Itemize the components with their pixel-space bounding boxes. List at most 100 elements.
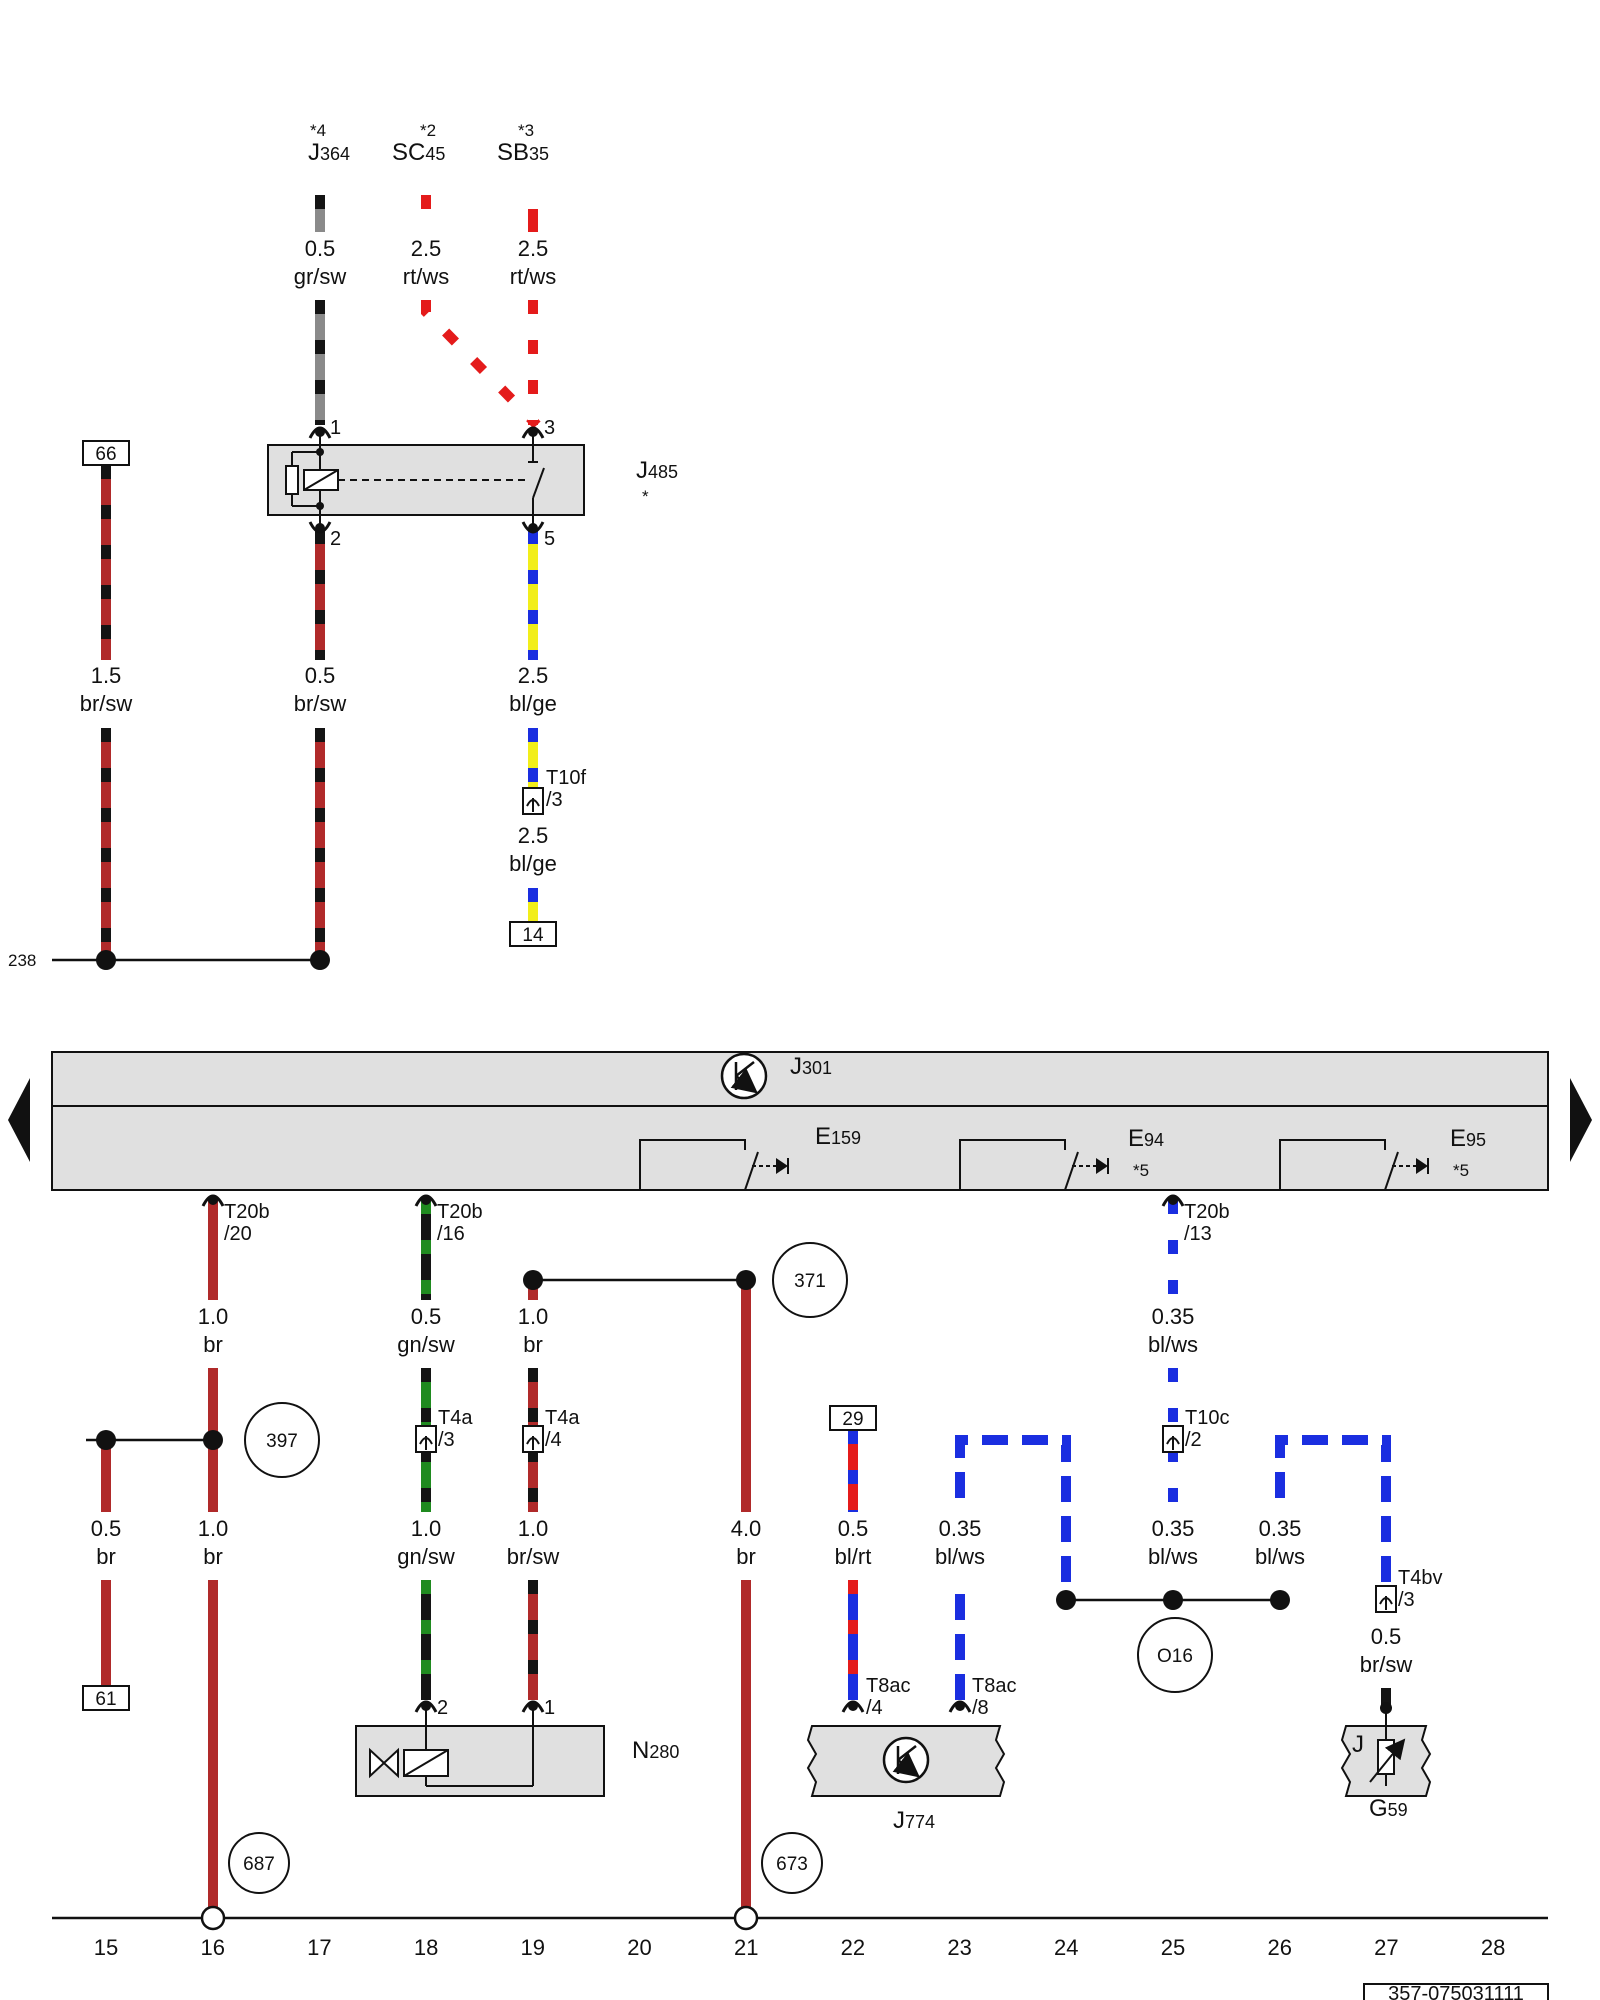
wire-label-color: gr/sw bbox=[294, 264, 347, 289]
wire-label-gauge: 2.5 bbox=[518, 236, 549, 261]
junction-dot bbox=[523, 1270, 543, 1290]
junction-66-ground bbox=[96, 950, 116, 970]
j364-label: J364 bbox=[308, 139, 350, 166]
wire-label-gauge: 0.5 bbox=[91, 1516, 122, 1541]
ground-terminal-21 bbox=[733, 1905, 759, 1931]
connector-t20b-20-name: T20b bbox=[224, 1201, 270, 1223]
connector-t8ac-4-name: T8ac bbox=[866, 1675, 910, 1697]
wire-label-color: br/sw bbox=[294, 691, 347, 716]
variable-resistor-icon bbox=[1369, 1738, 1406, 1783]
j301-transistor-icon bbox=[720, 1052, 768, 1100]
wire-23-loop-stripe bbox=[955, 1435, 1071, 1600]
page-next-arrow[interactable] bbox=[1570, 1078, 1592, 1162]
wire-label-gauge: 0.5 bbox=[411, 1304, 442, 1329]
module-j774: T8ac /4 T8ac /8 J774 bbox=[806, 1675, 1016, 1834]
top-wires bbox=[101, 195, 541, 958]
wire-label-color: gn/sw bbox=[397, 1332, 455, 1357]
e95-note: *5 bbox=[1453, 1161, 1469, 1180]
ref-circle-371-label: 371 bbox=[794, 1271, 826, 1292]
sb35-label: SB35 bbox=[497, 139, 549, 166]
wire-label-gauge: 0.5 bbox=[1371, 1624, 1402, 1649]
terminal-box-14-label: 14 bbox=[522, 925, 544, 946]
ref-circle-397[interactable] bbox=[244, 1402, 320, 1478]
j774-label: J774 bbox=[893, 1807, 935, 1834]
wire-label-gauge: 1.0 bbox=[198, 1516, 229, 1541]
switch-e94: E94 *5 bbox=[959, 1125, 1164, 1191]
terminal-box-29 bbox=[829, 1405, 877, 1431]
wire-label-color: rt/ws bbox=[403, 264, 449, 289]
column-number: 19 bbox=[521, 1935, 545, 1960]
ref-circle-016[interactable] bbox=[1137, 1617, 1213, 1693]
wire-label-color: br bbox=[736, 1544, 756, 1569]
j485-pin-2: 2 bbox=[330, 528, 341, 550]
connector-t10c-2: T10c /2 bbox=[1162, 1407, 1229, 1453]
wire-label-color: gn/sw bbox=[397, 1544, 455, 1569]
doc-id-box bbox=[1363, 1983, 1549, 2000]
n280-pin-2: 2 bbox=[437, 1697, 448, 1719]
column-number: 16 bbox=[200, 1935, 224, 1960]
wire-label-gauge: 0.35 bbox=[1152, 1304, 1195, 1329]
connector-t10c-2-pin: /2 bbox=[1185, 1429, 1202, 1451]
ref-circle-687-label: 687 bbox=[243, 1854, 275, 1875]
wire-label-gauge: 0.35 bbox=[939, 1516, 982, 1541]
junction-dot bbox=[96, 1430, 116, 1450]
ref-circle-016-label: O16 bbox=[1157, 1646, 1193, 1667]
switch-e159: E159 bbox=[639, 1123, 861, 1191]
wire-label-gauge: 4.0 bbox=[731, 1516, 762, 1541]
wire-label-color: bl/ws bbox=[935, 1544, 985, 1569]
ref-circle-673-label: 673 bbox=[776, 1854, 808, 1875]
ground-terminal-16 bbox=[200, 1905, 226, 1931]
wire-label-color: br bbox=[96, 1544, 116, 1569]
e95-label: E95 bbox=[1450, 1125, 1486, 1152]
wire-label-gauge: 1.5 bbox=[91, 663, 122, 688]
g59-label: G59 bbox=[1369, 1795, 1408, 1822]
column-number: 18 bbox=[414, 1935, 438, 1960]
sensor-g59: J G59 bbox=[1340, 1702, 1432, 1822]
sb35-note: *3 bbox=[518, 121, 534, 140]
bottom-wire-labels: 1.0 br 0.5 gn/sw 1.0 br 0.35 bl/ws 0.5 b… bbox=[91, 1304, 1413, 1677]
column-number: 26 bbox=[1267, 1935, 1291, 1960]
connector-t4a-4-name: T4a bbox=[545, 1407, 580, 1429]
ref-238: 238 bbox=[8, 951, 36, 970]
wire-label-gauge: 1.0 bbox=[198, 1304, 229, 1329]
page-prev-arrow[interactable] bbox=[8, 1078, 30, 1162]
reference-circles: 397 371 O16 687 673 bbox=[228, 1242, 1213, 1894]
ref-circle-687[interactable] bbox=[228, 1832, 290, 1894]
ref-circle-673[interactable] bbox=[761, 1832, 823, 1894]
connector-t20b-16-pin: /16 bbox=[437, 1223, 465, 1245]
junction-j485-ground bbox=[310, 950, 330, 970]
wire-sc45-stripe bbox=[421, 300, 541, 429]
wire-label-gauge: 0.35 bbox=[1259, 1516, 1302, 1541]
doc-id: 357-075031111 bbox=[1388, 1983, 1524, 2000]
junction-dot bbox=[203, 1430, 223, 1450]
wire-26-loop-stripe bbox=[1275, 1435, 1391, 1582]
wire-label-color: rt/ws bbox=[510, 264, 556, 289]
terminal-box-66-label: 66 bbox=[95, 444, 116, 465]
terminal-box-66 bbox=[82, 440, 130, 466]
wire-label-color: br bbox=[203, 1332, 223, 1357]
top-wire-labels: 0.5 gr/sw 2.5 rt/ws 2.5 rt/ws 1.5 br/sw … bbox=[80, 236, 557, 876]
connector-t4bv-3-pin: /3 bbox=[1398, 1589, 1415, 1611]
wire-label-color: br/sw bbox=[1360, 1652, 1413, 1677]
valve-icon bbox=[369, 1747, 399, 1779]
j485-note: * bbox=[642, 487, 649, 506]
sc45-label: SC45 bbox=[392, 139, 445, 166]
wire-label-color: bl/ws bbox=[1148, 1544, 1198, 1569]
wire-label-gauge: 1.0 bbox=[518, 1304, 549, 1329]
j485-pin-3: 3 bbox=[544, 417, 555, 439]
ref-circle-371[interactable] bbox=[772, 1242, 848, 1318]
wire-label-color: bl/rt bbox=[835, 1544, 872, 1569]
wire-label-color: br bbox=[203, 1544, 223, 1569]
column-number: 27 bbox=[1374, 1935, 1398, 1960]
g59-symbol: J bbox=[1352, 1731, 1364, 1758]
connector-t4bv-3: T4bv /3 bbox=[1375, 1567, 1442, 1613]
connector-t8ac-8-pin: /8 bbox=[972, 1697, 989, 1719]
connector-t4a-3: T4a /3 bbox=[415, 1407, 473, 1453]
junction-dot bbox=[736, 1270, 756, 1290]
terminal-box-29-label: 29 bbox=[842, 1409, 863, 1430]
wire-label-gauge: 0.5 bbox=[838, 1516, 869, 1541]
e94-label: E94 bbox=[1128, 1125, 1164, 1152]
connector-t8ac-8-name: T8ac bbox=[972, 1675, 1016, 1697]
wire-label-gauge: 0.5 bbox=[305, 236, 336, 261]
